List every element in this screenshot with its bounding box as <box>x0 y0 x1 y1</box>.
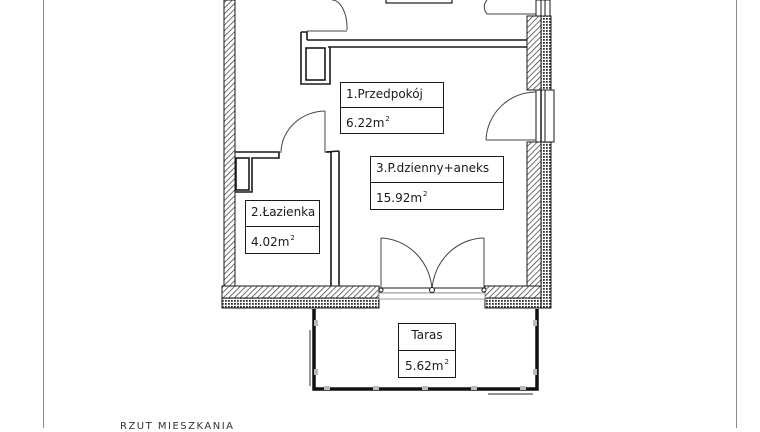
room-label-lazienka: 2.Łazienka 4.02m2 <box>245 200 320 254</box>
left-exterior-wall <box>223 0 236 287</box>
footer-caption-partial: RZUT MIESZKANIA <box>120 421 235 432</box>
interior-walls <box>235 31 527 286</box>
room-label-taras: Taras 5.62m2 <box>398 323 456 378</box>
room-label-pokoj-dzienny: 3.P.dzienny+aneks 15.92m2 <box>370 156 504 210</box>
room-name: 2.Łazienka <box>246 201 319 227</box>
right-exterior-wall <box>526 0 555 309</box>
terrace-railing <box>309 309 539 395</box>
bottom-exterior-wall <box>221 285 543 309</box>
page-border-right <box>736 0 737 428</box>
room-area: 4.02m2 <box>251 234 295 249</box>
room-name: Taras <box>399 324 455 351</box>
room-name: 3.P.dzienny+aneks <box>371 157 503 183</box>
room-label-top-partial <box>385 0 453 4</box>
room-name: 1.Przedpokój <box>341 83 443 108</box>
terrace-door-frame <box>378 287 487 300</box>
door-swings <box>280 0 537 291</box>
room-label-przedpokoj: 1.Przedpokój 6.22m2 <box>340 82 444 134</box>
room-area: 15.92m2 <box>376 190 428 205</box>
room-area: 6.22m2 <box>346 115 390 130</box>
room-area: 5.62m2 <box>405 357 449 373</box>
page-border-left <box>43 0 44 428</box>
